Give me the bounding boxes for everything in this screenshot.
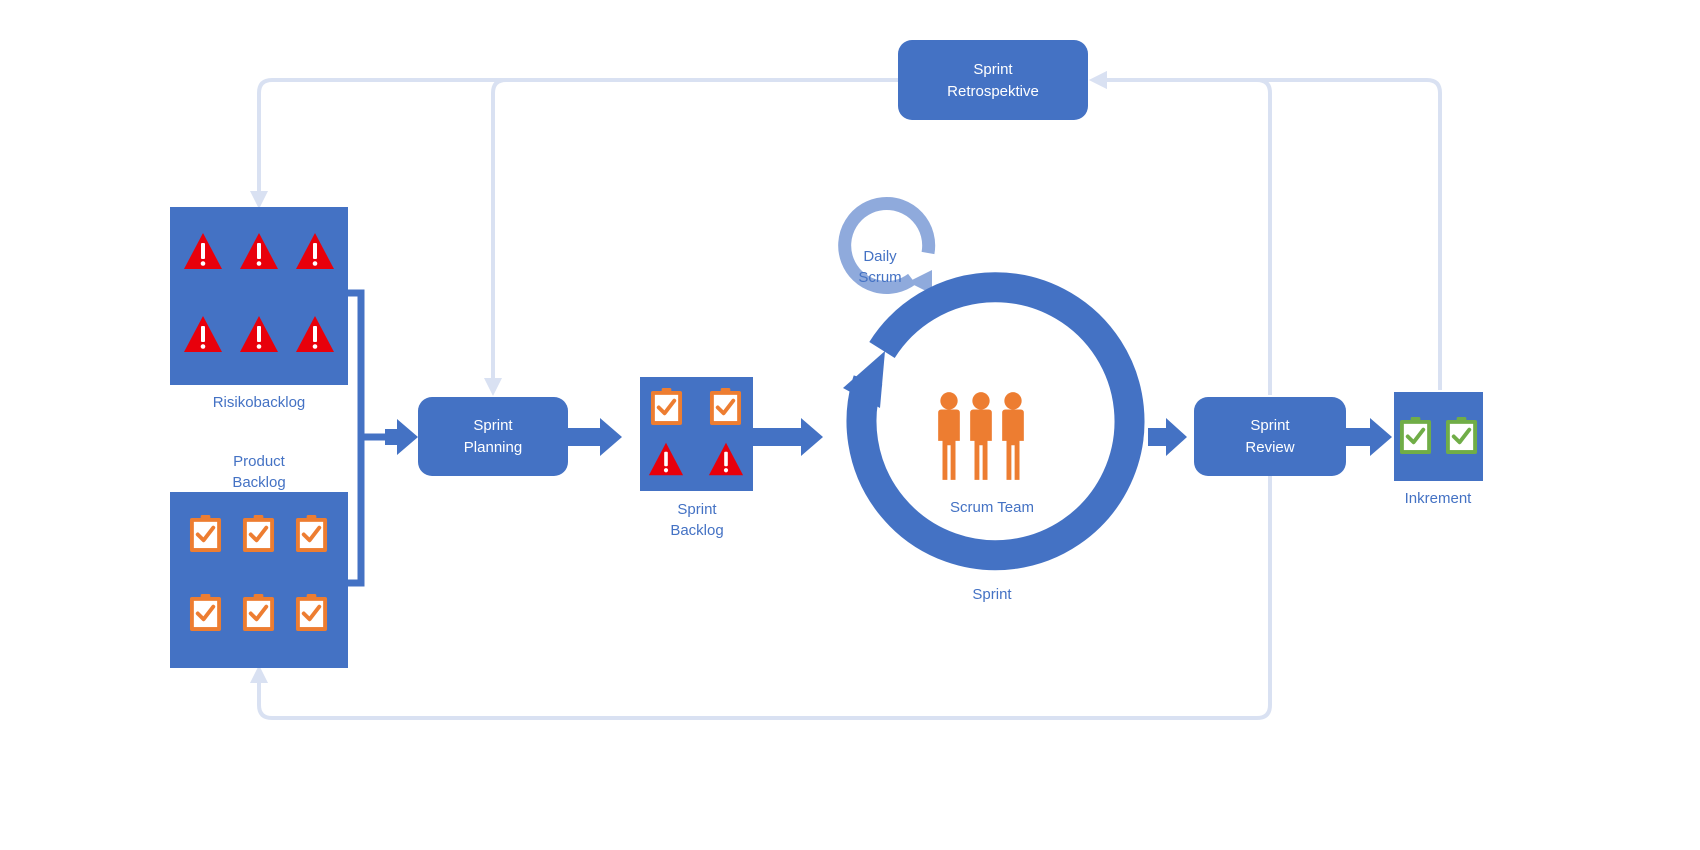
clipboard-check-icon: [190, 594, 221, 631]
inkrement-label: Inkrement: [1405, 490, 1473, 507]
person-icon: [1002, 392, 1024, 480]
clipboard-check-icon: [296, 594, 327, 631]
sprint-planning-label-line2: Planning: [464, 439, 522, 456]
sprint-review-label-line2: Review: [1245, 439, 1294, 456]
arrow-planning-to-sprint-backlog: [568, 418, 622, 456]
product-backlog-label-line1: Product: [233, 453, 286, 470]
flow-arrows: [385, 418, 1392, 456]
sprint-retrospektive-label-line2: Retrospektive: [947, 83, 1039, 100]
arrow-review-to-inkrement: [1346, 418, 1392, 456]
clipboard-check-icon: [651, 388, 682, 425]
clipboard-check-icon: [1400, 417, 1431, 454]
sprint-backlog-label-line2: Backlog: [670, 522, 723, 539]
arrow-sprint-backlog-to-sprint: [752, 418, 823, 456]
sprint-cycle[interactable]: [843, 272, 1145, 571]
sprint-cycle-arrowhead: [843, 351, 885, 408]
arrow-sprint-to-review: [1148, 418, 1187, 456]
sprint-planning-box[interactable]: Sprint Planning: [418, 397, 568, 476]
sprint-retrospektive-box[interactable]: Sprint Retrospektive: [898, 40, 1088, 120]
daily-scrum-label-line1: Daily: [863, 248, 897, 265]
scrum-team: Scrum Team: [938, 392, 1034, 516]
sprint-backlog-label-line1: Sprint: [677, 501, 717, 518]
sprint-review-label-line1: Sprint: [1250, 417, 1290, 434]
retro-to-risikobacklog-connector: [250, 78, 898, 209]
person-icon: [970, 392, 992, 480]
inkrement-panel[interactable]: [1394, 392, 1483, 481]
clipboard-check-icon: [1446, 417, 1477, 454]
retro-to-planning-connector: [484, 78, 898, 396]
sprint-retrospektive-label-line1: Sprint: [973, 61, 1013, 78]
clipboard-check-icon: [243, 594, 274, 631]
inkrement-to-retro-connector: [1089, 71, 1442, 390]
sprint-label: Sprint: [972, 586, 1012, 603]
daily-scrum-cycle[interactable]: Daily Scrum: [838, 197, 936, 294]
clipboard-check-icon: [190, 515, 221, 552]
risikobacklog-panel[interactable]: [170, 207, 348, 385]
arrow-backlogs-to-planning: [385, 419, 418, 455]
sprint-planning-label-line1: Sprint: [473, 417, 513, 434]
risikobacklog-label: Risikobacklog: [213, 394, 306, 411]
review-to-product-backlog-connector: [250, 475, 1272, 720]
sprint-review-box[interactable]: Sprint Review: [1194, 397, 1346, 476]
product-backlog-panel[interactable]: [170, 492, 348, 668]
person-icon: [938, 392, 960, 480]
clipboard-check-icon: [710, 388, 741, 425]
sprint-backlog-panel[interactable]: [640, 377, 753, 491]
product-backlog-label-line2: Backlog: [232, 474, 285, 491]
scrum-team-label: Scrum Team: [950, 499, 1034, 516]
daily-scrum-label-line2: Scrum: [858, 269, 901, 286]
clipboard-check-icon: [243, 515, 274, 552]
clipboard-check-icon: [296, 515, 327, 552]
feedback-loop-lines: [250, 71, 1442, 720]
backlog-merge-bracket: [347, 289, 385, 587]
daily-scrum-arrowhead: [908, 270, 932, 294]
